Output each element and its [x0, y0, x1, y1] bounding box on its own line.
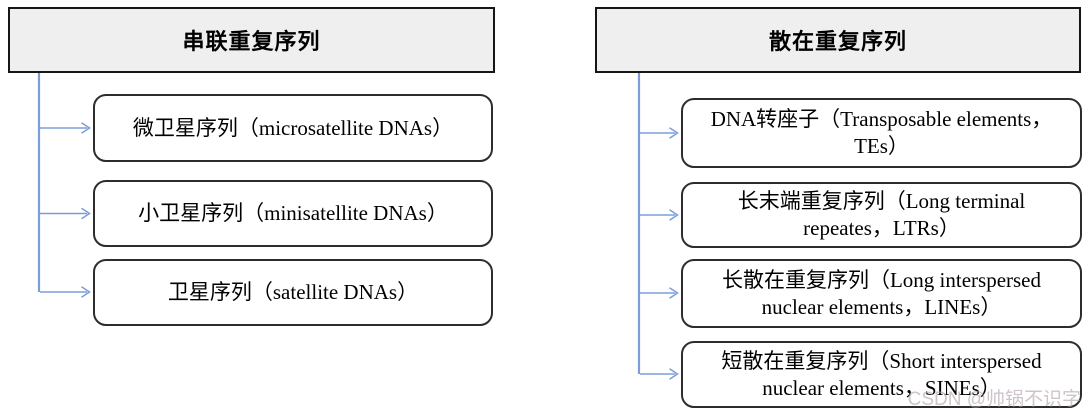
- transposable-elements-node: DNA转座子（Transposable elements， TEs）: [681, 98, 1082, 168]
- sine-node: 短散在重复序列（Short interspersed nuclear eleme…: [681, 341, 1082, 408]
- satellite-node: 卫星序列（satellite DNAs）: [93, 259, 493, 326]
- interspersed-repeat-root-label: 散在重复序列: [768, 29, 907, 54]
- tandem-repeat-root-label: 串联重复序列: [182, 29, 321, 54]
- line-node: 长散在重复序列（Long interspersed nuclear elemen…: [681, 259, 1082, 328]
- ltr-label: 长末端重复序列（Long terminal repeates，LTRs）: [737, 189, 1026, 240]
- minisatellite-node: 小卫星序列（minisatellite DNAs）: [93, 180, 493, 247]
- microsatellite-node: 微卫星序列（microsatellite DNAs）: [93, 94, 493, 162]
- right-arrowhead-icon-4: [669, 368, 679, 380]
- line-label: 长散在重复序列（Long interspersed nuclear elemen…: [721, 267, 1042, 319]
- sine-label: 短散在重复序列（Short interspersed nuclear eleme…: [721, 348, 1042, 400]
- satellite-label: 卫星序列（satellite DNAs）: [167, 280, 419, 304]
- left-arrowhead-icon-2: [81, 207, 91, 220]
- left-arrowhead-icon-1: [81, 122, 91, 134]
- csdn-watermark: CSDN @帅锅不识字: [907, 389, 1081, 410]
- right-arrowhead-icon-3: [669, 287, 679, 299]
- right-arrowhead-icon-2: [669, 209, 679, 221]
- transposable-elements-label: DNA转座子（Transposable elements， TEs）: [710, 107, 1053, 158]
- ltr-node: 长末端重复序列（Long terminal repeates，LTRs）: [681, 182, 1082, 248]
- microsatellite-label: 微卫星序列（microsatellite DNAs）: [132, 115, 454, 140]
- tandem-repeat-root-node: 串联重复序列: [8, 7, 495, 73]
- right-arrowhead-icon-1: [669, 127, 679, 139]
- minisatellite-label: 小卫星序列（minisatellite DNAs）: [138, 201, 448, 225]
- interspersed-repeat-root-node: 散在重复序列: [595, 7, 1081, 73]
- left-arrowhead-icon-3: [81, 286, 91, 298]
